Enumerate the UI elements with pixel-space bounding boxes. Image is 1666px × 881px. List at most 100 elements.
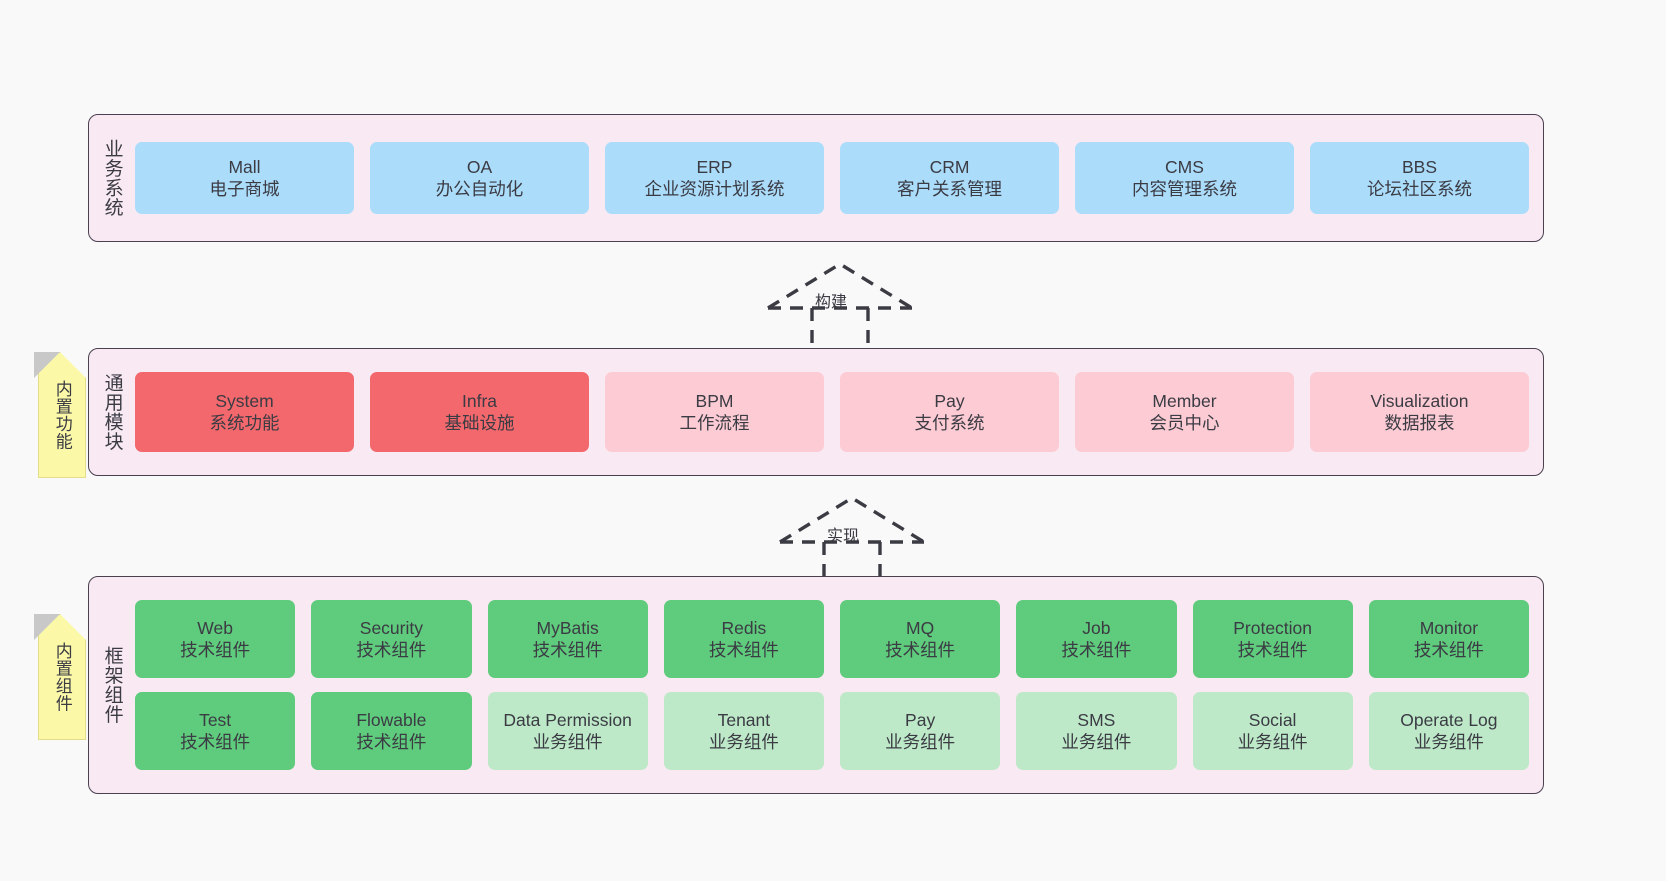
card-protection-title: Protection [1233, 617, 1313, 638]
layer-business-body: Mall 电子商城 OA 办公自动化 ERP 企业资源计划系统 CRM 客户关系… [135, 115, 1543, 241]
card-tenant[interactable]: Tenant 业务组件 [663, 692, 824, 770]
card-operate-log-title: Operate Log [1400, 709, 1498, 730]
card-cms-title: CMS [1165, 156, 1204, 177]
card-mq[interactable]: MQ 技术组件 [840, 600, 1001, 678]
card-crm-title: CRM [929, 156, 970, 177]
card-data-permission[interactable]: Data Permission 业务组件 [487, 692, 648, 770]
card-visualization[interactable]: Visualization 数据报表 [1310, 372, 1529, 452]
card-job-subtitle: 技术组件 [1061, 640, 1132, 660]
connector-build: 构建 [760, 258, 920, 353]
card-mybatis-subtitle: 技术组件 [532, 640, 603, 660]
layer-framework-title: 框架组件 [101, 646, 123, 724]
module-card-row: System 系统功能 Infra 基础设施 BPM 工作流程 Pay 支付系统… [135, 372, 1529, 452]
card-social[interactable]: Social 业务组件 [1192, 692, 1353, 770]
card-bpm[interactable]: BPM 工作流程 [605, 372, 824, 452]
card-security-subtitle: 技术组件 [356, 640, 427, 660]
card-flowable-title: Flowable [356, 709, 427, 730]
card-test[interactable]: Test 技术组件 [135, 692, 296, 770]
card-mall-title: Mall [228, 156, 261, 177]
card-sms-subtitle: 业务组件 [1061, 732, 1132, 752]
card-web-title: Web [197, 617, 233, 638]
card-infra[interactable]: Infra 基础设施 [370, 372, 589, 452]
card-pay-module-subtitle: 支付系统 [914, 413, 985, 433]
note-builtin-components-label: 内置组件 [52, 642, 72, 712]
layer-business-title: 业务系统 [101, 139, 123, 217]
card-mybatis[interactable]: MyBatis 技术组件 [487, 600, 648, 678]
business-card-row: Mall 电子商城 OA 办公自动化 ERP 企业资源计划系统 CRM 客户关系… [135, 142, 1529, 214]
card-system[interactable]: System 系统功能 [135, 372, 354, 452]
card-system-title: System [215, 390, 274, 411]
note-builtin-features-label: 内置功能 [52, 380, 72, 450]
card-pay-component[interactable]: Pay 业务组件 [840, 692, 1001, 770]
card-web-subtitle: 技术组件 [180, 640, 251, 660]
card-erp-subtitle: 企业资源计划系统 [644, 179, 785, 199]
card-oa[interactable]: OA 办公自动化 [370, 142, 589, 214]
card-data-permission-subtitle: 业务组件 [532, 732, 603, 752]
card-erp[interactable]: ERP 企业资源计划系统 [605, 142, 824, 214]
card-infra-subtitle: 基础设施 [444, 413, 515, 433]
layer-business-system: 业务系统 Mall 电子商城 OA 办公自动化 ERP 企业资源计划系统 CRM… [88, 114, 1544, 242]
card-visualization-subtitle: 数据报表 [1384, 413, 1455, 433]
note-fold-corner-icon [34, 352, 86, 378]
card-operate-log-subtitle: 业务组件 [1413, 732, 1484, 752]
card-mq-title: MQ [906, 617, 935, 638]
note-fold-corner-icon [34, 614, 86, 640]
layer-framework-body: Web 技术组件 Security 技术组件 MyBatis 技术组件 Redi… [135, 577, 1543, 793]
card-oa-title: OA [466, 156, 493, 177]
card-bpm-title: BPM [695, 390, 734, 411]
card-mq-subtitle: 技术组件 [885, 640, 956, 660]
card-social-title: Social [1248, 709, 1297, 730]
card-test-subtitle: 技术组件 [180, 732, 251, 752]
card-member-subtitle: 会员中心 [1149, 413, 1220, 433]
card-flowable-subtitle: 技术组件 [356, 732, 427, 752]
card-data-permission-title: Data Permission [503, 709, 632, 730]
card-cms[interactable]: CMS 内容管理系统 [1075, 142, 1294, 214]
layer-module-body: System 系统功能 Infra 基础设施 BPM 工作流程 Pay 支付系统… [135, 349, 1543, 475]
card-member[interactable]: Member 会员中心 [1075, 372, 1294, 452]
card-tenant-title: Tenant [717, 709, 771, 730]
card-infra-title: Infra [461, 390, 498, 411]
card-monitor[interactable]: Monitor 技术组件 [1368, 600, 1529, 678]
note-builtin-components: 内置组件 [34, 614, 86, 740]
card-security-title: Security [359, 617, 423, 638]
card-bbs[interactable]: BBS 论坛社区系统 [1310, 142, 1529, 214]
card-protection[interactable]: Protection 技术组件 [1192, 600, 1353, 678]
card-sms[interactable]: SMS 业务组件 [1016, 692, 1177, 770]
card-web[interactable]: Web 技术组件 [135, 600, 296, 678]
card-member-title: Member [1152, 390, 1217, 411]
card-oa-subtitle: 办公自动化 [435, 179, 524, 199]
card-security[interactable]: Security 技术组件 [311, 600, 472, 678]
connector-implement: 实现 [772, 492, 932, 587]
layer-module-title: 通用模块 [101, 373, 123, 451]
layer-common-module: 通用模块 System 系统功能 Infra 基础设施 BPM 工作流程 Pay… [88, 348, 1544, 476]
card-crm-subtitle: 客户关系管理 [897, 179, 1002, 199]
card-monitor-title: Monitor [1419, 617, 1479, 638]
card-redis[interactable]: Redis 技术组件 [663, 600, 824, 678]
card-flowable[interactable]: Flowable 技术组件 [311, 692, 472, 770]
card-cms-subtitle: 内容管理系统 [1132, 179, 1237, 199]
card-operate-log[interactable]: Operate Log 业务组件 [1368, 692, 1529, 770]
card-mall[interactable]: Mall 电子商城 [135, 142, 354, 214]
card-protection-subtitle: 技术组件 [1237, 640, 1308, 660]
card-job[interactable]: Job 技术组件 [1016, 600, 1177, 678]
card-job-title: Job [1082, 617, 1111, 638]
framework-tech-row: Web 技术组件 Security 技术组件 MyBatis 技术组件 Redi… [135, 600, 1529, 678]
connector-build-label: 构建 [815, 294, 848, 311]
card-pay-component-title: Pay [905, 709, 936, 730]
card-erp-title: ERP [696, 156, 733, 177]
card-bpm-subtitle: 工作流程 [679, 413, 750, 433]
connector-implement-label: 实现 [827, 528, 860, 545]
card-mybatis-title: MyBatis [536, 617, 599, 638]
card-tenant-subtitle: 业务组件 [708, 732, 779, 752]
card-crm[interactable]: CRM 客户关系管理 [840, 142, 1059, 214]
card-pay-module-title: Pay [934, 390, 965, 411]
card-sms-title: SMS [1077, 709, 1116, 730]
card-mall-subtitle: 电子商城 [209, 179, 280, 199]
card-visualization-title: Visualization [1370, 390, 1469, 411]
card-monitor-subtitle: 技术组件 [1413, 640, 1484, 660]
layer-framework-component: 框架组件 Web 技术组件 Security 技术组件 MyBatis 技术组件… [88, 576, 1544, 794]
framework-biz-row: Test 技术组件 Flowable 技术组件 Data Permission … [135, 692, 1529, 770]
card-pay-module[interactable]: Pay 支付系统 [840, 372, 1059, 452]
note-builtin-features: 内置功能 [34, 352, 86, 478]
